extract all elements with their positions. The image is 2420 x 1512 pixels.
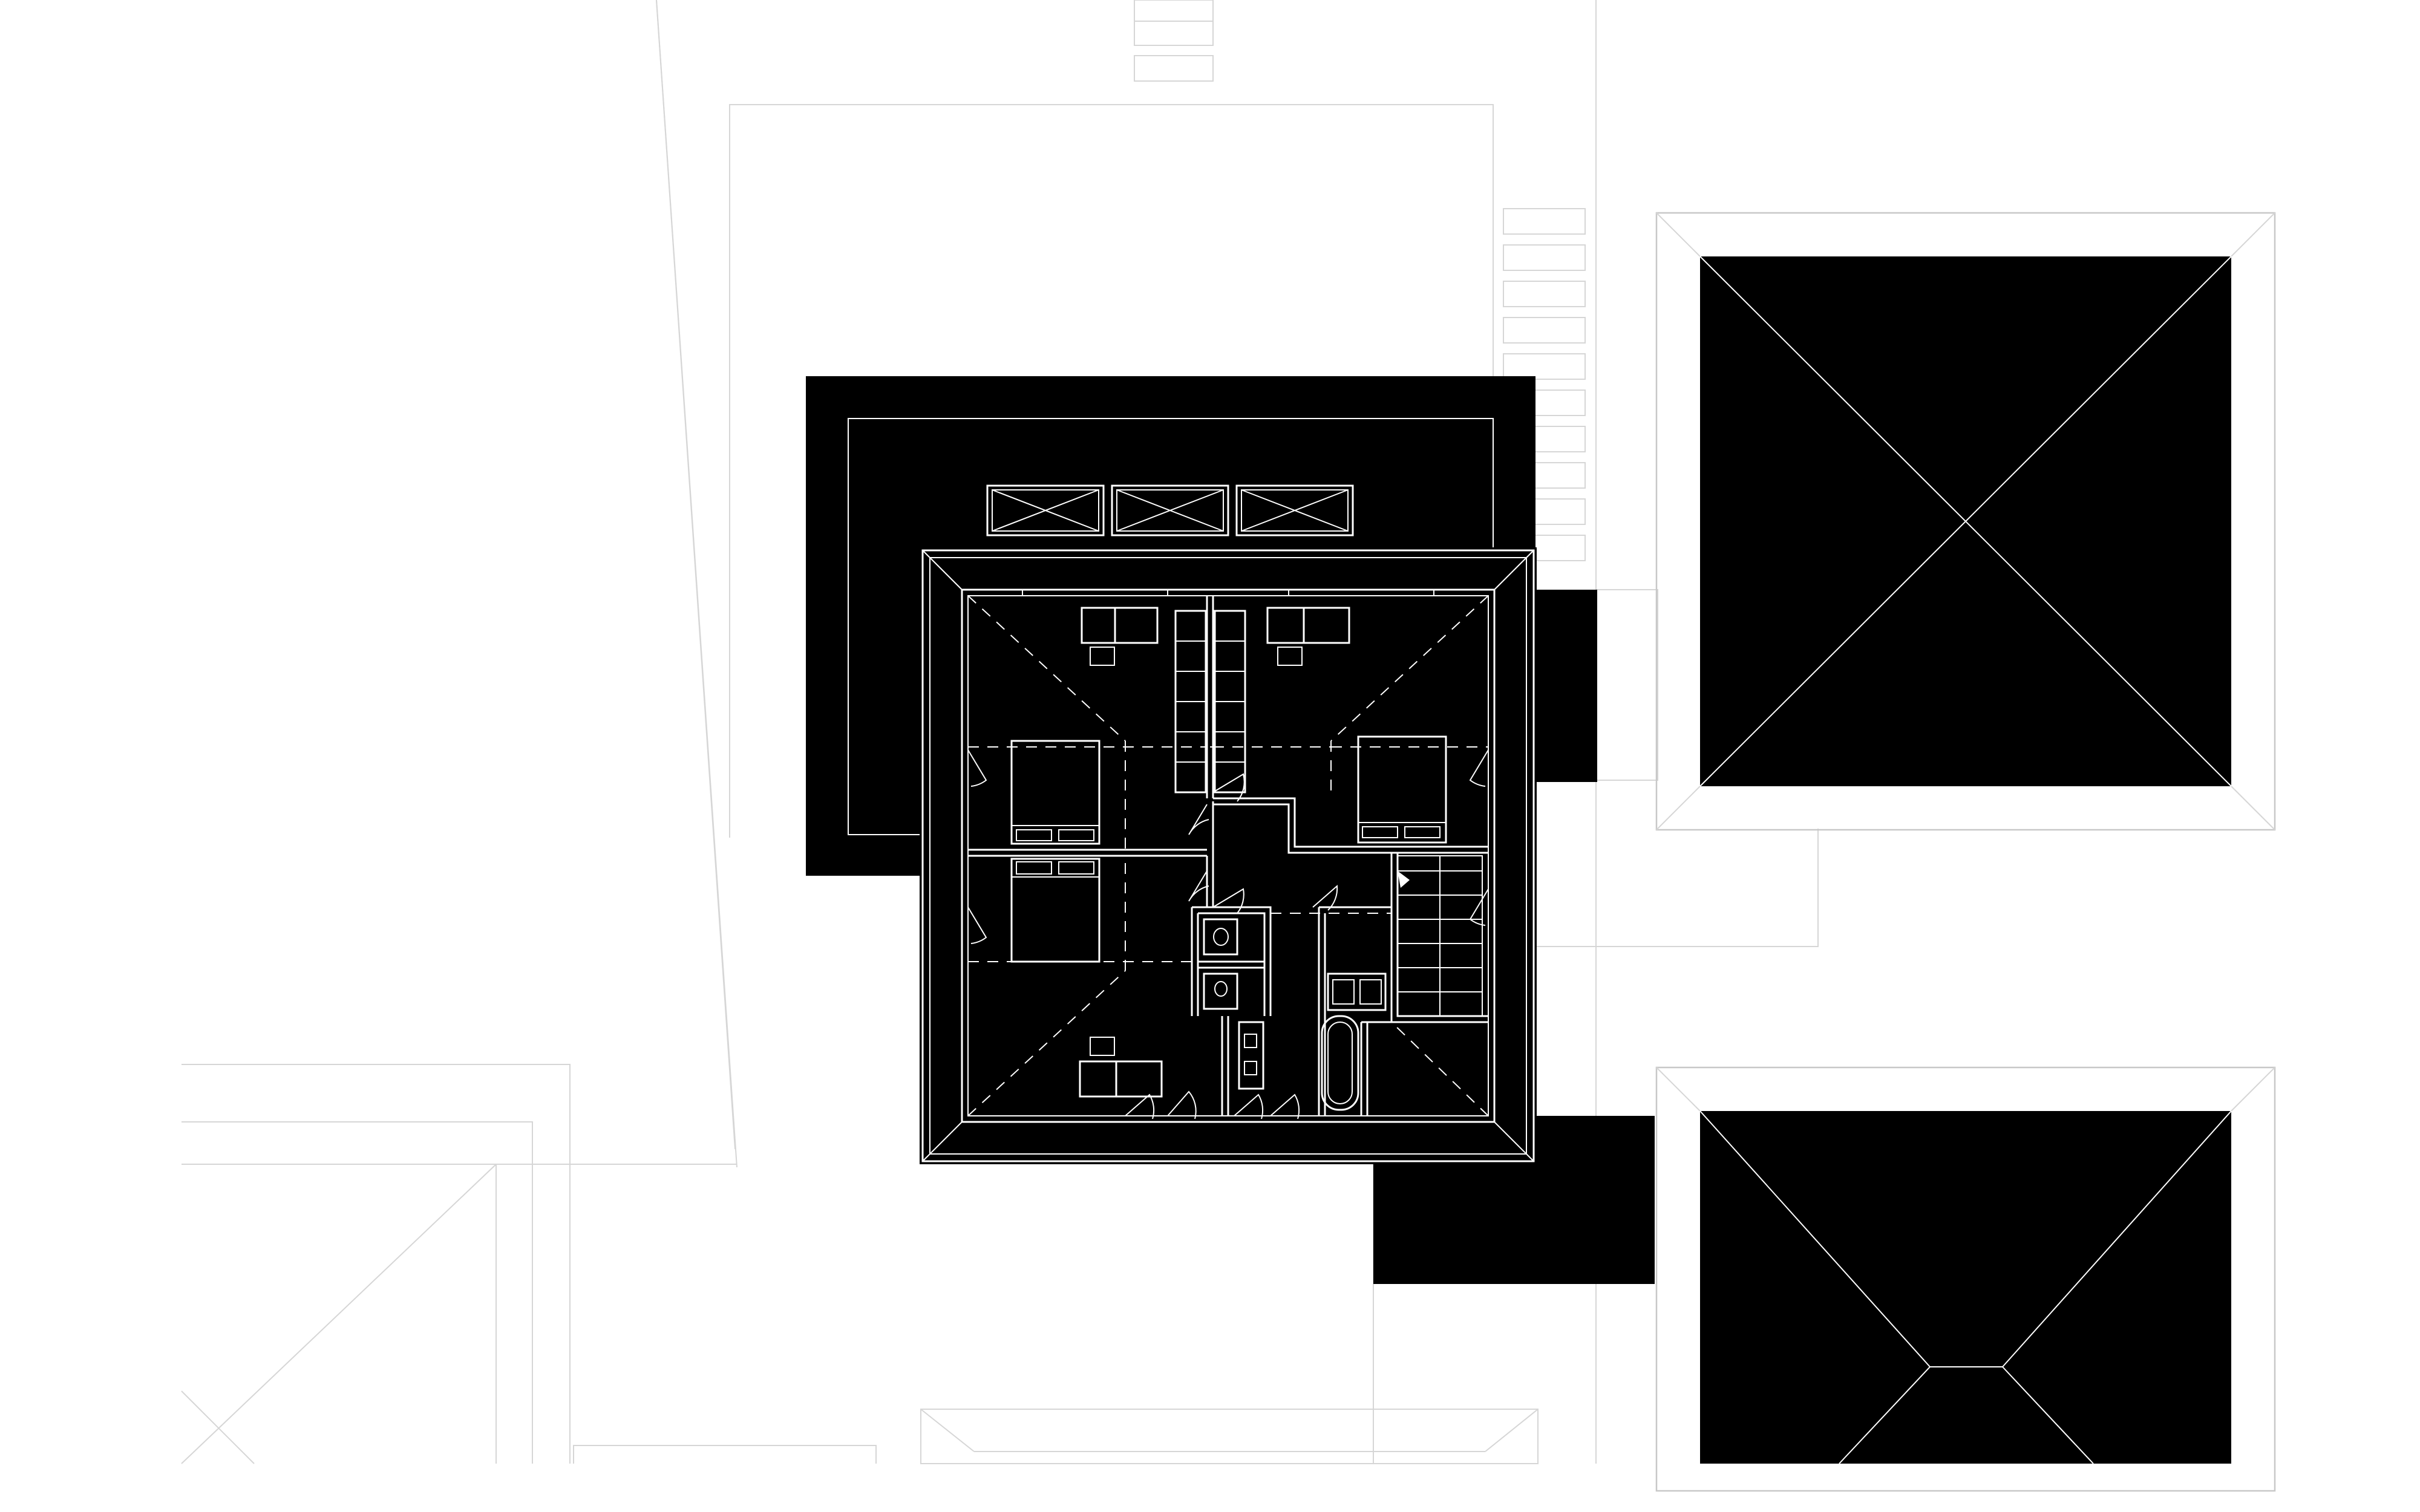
skylight-3 bbox=[1235, 484, 1354, 536]
window-markers bbox=[1022, 590, 1434, 596]
door-swings bbox=[967, 749, 1489, 1119]
site-context-linework bbox=[181, 0, 2276, 1492]
side-roof-mass bbox=[1531, 590, 1597, 782]
desk-top-left bbox=[1081, 607, 1159, 666]
desk-bottom-left bbox=[1079, 1037, 1163, 1098]
main-floor-plan bbox=[921, 549, 1535, 1162]
bed-top-right bbox=[1357, 735, 1447, 844]
main-staircase bbox=[1397, 855, 1483, 1017]
neighbour-roof-bottom bbox=[1700, 1111, 2231, 1464]
internal-stair-top bbox=[1174, 610, 1246, 793]
desk-top-right bbox=[1266, 607, 1350, 666]
sloped-ceiling-lines bbox=[967, 595, 1489, 1116]
skylight-2 bbox=[1111, 484, 1229, 536]
bed-top-left bbox=[1010, 740, 1100, 845]
bathroom-fixtures bbox=[1203, 918, 1387, 1111]
roof-masses bbox=[806, 256, 2231, 1464]
bed-bottom-left bbox=[1010, 858, 1100, 963]
skylight-1 bbox=[986, 484, 1105, 536]
neighbour-roof-lines bbox=[1699, 256, 2232, 1464]
rear-roof-details bbox=[848, 418, 1494, 835]
